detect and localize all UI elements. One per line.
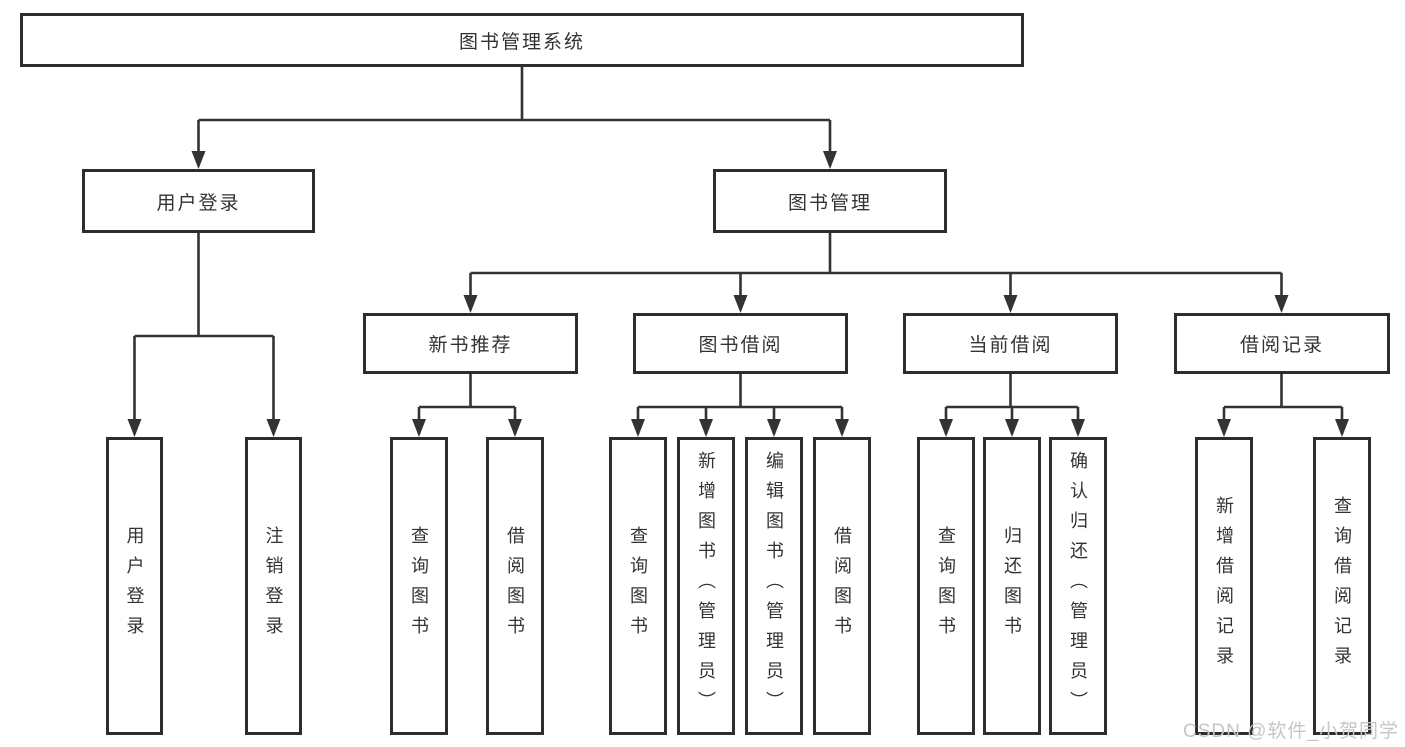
node-borrowing-records: 借阅记录 xyxy=(1174,313,1390,374)
leaf-edit-books-admin: 编辑图书（管理员） xyxy=(745,437,803,735)
leaf-edit-books-admin-label: 编辑图书（管理员） xyxy=(764,451,784,721)
leaf-confirm-return-admin-label: 确认归还（管理员） xyxy=(1068,451,1088,721)
leaf-query-borrow-record: 查询借阅记录 xyxy=(1313,437,1371,735)
leaf-add-books-admin-label: 新增图书（管理员） xyxy=(696,451,716,721)
leaf-query-books-borrowing-label: 查询图书 xyxy=(628,526,648,646)
node-book-borrowing-label: 图书借阅 xyxy=(698,335,783,356)
leaf-return-books: 归还图书 xyxy=(983,437,1041,735)
node-new-book-recommend-label: 新书推荐 xyxy=(428,335,513,356)
csdn-watermark: CSDN @软件_小贺同学 xyxy=(1183,721,1399,742)
leaf-add-borrow-record-label: 新增借阅记录 xyxy=(1214,496,1234,676)
leaf-user-login: 用户登录 xyxy=(106,437,163,735)
node-user-login-label: 用户登录 xyxy=(156,192,241,214)
leaf-query-books-current: 查询图书 xyxy=(917,437,975,735)
leaf-logout-label: 注销登录 xyxy=(263,526,284,646)
leaf-user-login-label: 用户登录 xyxy=(124,526,145,646)
node-library-system: 图书管理系统 xyxy=(20,13,1024,67)
leaf-borrow-books-recommend-label: 借阅图书 xyxy=(505,526,525,646)
leaf-query-books-recommend: 查询图书 xyxy=(390,437,448,735)
node-current-borrowing-label: 当前借阅 xyxy=(968,335,1053,356)
leaf-add-books-admin: 新增图书（管理员） xyxy=(677,437,735,735)
node-book-management: 图书管理 xyxy=(713,169,947,233)
leaf-query-books-borrowing: 查询图书 xyxy=(609,437,667,735)
leaf-query-books-current-label: 查询图书 xyxy=(936,526,956,646)
leaf-borrow-books-label: 借阅图书 xyxy=(832,526,852,646)
leaf-confirm-return-admin: 确认归还（管理员） xyxy=(1049,437,1107,735)
node-borrowing-records-label: 借阅记录 xyxy=(1239,335,1324,356)
node-current-borrowing: 当前借阅 xyxy=(903,313,1118,374)
node-library-system-label: 图书管理系统 xyxy=(458,31,585,53)
node-new-book-recommend: 新书推荐 xyxy=(363,313,578,374)
leaf-borrow-books: 借阅图书 xyxy=(813,437,871,735)
leaf-query-borrow-record-label: 查询借阅记录 xyxy=(1332,496,1352,676)
node-book-borrowing: 图书借阅 xyxy=(633,313,848,374)
leaf-borrow-books-recommend: 借阅图书 xyxy=(486,437,544,735)
leaf-return-books-label: 归还图书 xyxy=(1002,526,1022,646)
node-book-management-label: 图书管理 xyxy=(787,192,872,214)
leaf-add-borrow-record: 新增借阅记录 xyxy=(1195,437,1253,735)
leaf-query-books-recommend-label: 查询图书 xyxy=(409,526,429,646)
node-user-login: 用户登录 xyxy=(82,169,315,233)
leaf-logout: 注销登录 xyxy=(245,437,302,735)
